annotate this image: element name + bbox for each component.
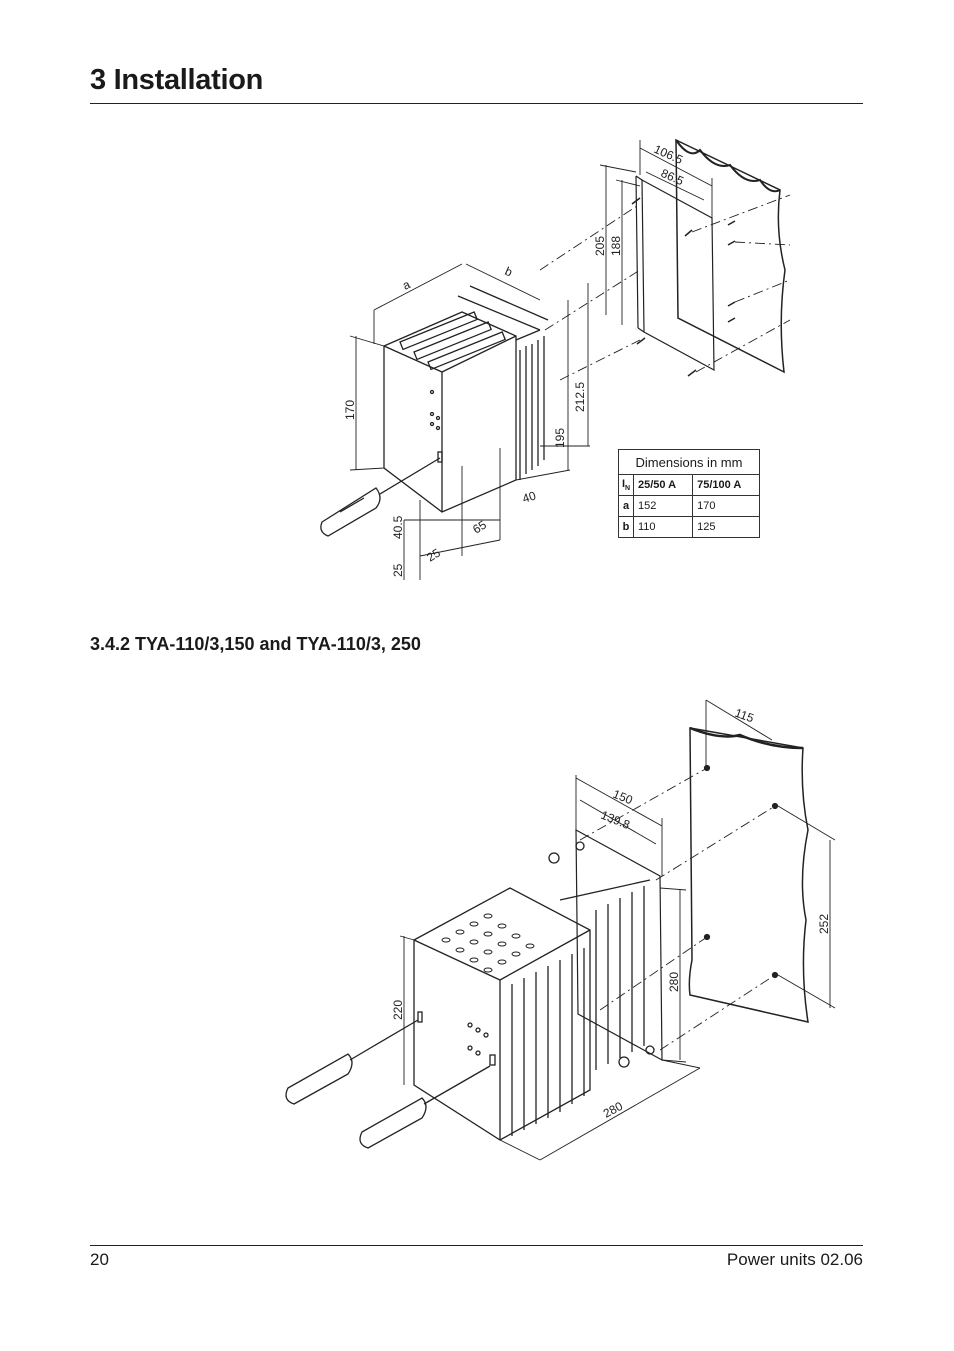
- dim-405-label: 40.5: [391, 515, 405, 539]
- dim-115-label: 115: [733, 706, 756, 726]
- screwdriver-icon: [320, 457, 441, 537]
- dim-205-label: 205: [593, 236, 607, 256]
- dim-280v-label: 280: [667, 972, 681, 992]
- wall: [675, 138, 786, 374]
- dim-150-label: 150: [611, 787, 635, 808]
- figure-2-drawing: 115 150 139.8 252 280 220 280: [285, 699, 836, 1161]
- dim-252-label: 252: [817, 914, 831, 934]
- projection-lines: [579, 767, 776, 1051]
- projection-lines: [539, 194, 791, 381]
- unit-body: [383, 285, 549, 513]
- dim-220-label: 220: [391, 1000, 405, 1020]
- header-rule: [90, 103, 863, 104]
- screwdriver-icon: [285, 1019, 419, 1105]
- figure-1-drawing: a b 106.5 86.5 205 188 170 212.5 195 40 …: [320, 138, 791, 580]
- dim-b-label: b: [503, 264, 515, 280]
- column-header: 25/50 A: [632, 474, 694, 496]
- table-cell: 152: [632, 495, 694, 517]
- body-dimensions: [399, 935, 701, 1161]
- page-number: 20: [90, 1250, 109, 1269]
- dim-a-label: a: [400, 277, 412, 293]
- column-header: 75/100 A: [692, 474, 760, 496]
- table-cell: 110: [632, 516, 694, 538]
- dim-139-label: 139.8: [599, 808, 632, 832]
- table-row: IN 25/50 A 75/100 A: [618, 474, 760, 496]
- dim-188-label: 188: [609, 236, 623, 256]
- mounting-plate: [635, 175, 715, 372]
- table-caption: Dimensions in mm: [618, 449, 760, 475]
- dim-170-label: 170: [343, 400, 357, 420]
- dim-195-label: 195: [553, 428, 567, 448]
- table-cell: 170: [692, 495, 760, 517]
- row-header-in: IN: [618, 474, 634, 496]
- row-label: a: [618, 495, 634, 517]
- dim-280h-label: 280: [601, 1099, 626, 1121]
- dim-25b-label: 25: [391, 563, 405, 577]
- unit-body: [413, 879, 651, 1141]
- page-title: 3 Installation: [90, 64, 264, 96]
- footer-rule: [90, 1245, 863, 1246]
- table-cell: 125: [692, 516, 760, 538]
- row-label: b: [618, 516, 634, 538]
- document-reference: Power units 02.06: [726, 1250, 863, 1269]
- dimensions-table: Dimensions in mm IN 25/50 A 75/100 A a 1…: [618, 449, 760, 538]
- screws: [548, 841, 655, 1068]
- section-heading: 3.4.2 TYA-110/3,150 and TYA-110/3, 250: [90, 634, 421, 654]
- body-dimensions: [349, 263, 590, 580]
- screwdriver-icon: [359, 1065, 491, 1149]
- dim-212-label: 212.5: [573, 382, 587, 412]
- dim-25a-label: 25: [424, 545, 443, 564]
- screws: [631, 197, 736, 377]
- dim-40-label: 40: [521, 488, 538, 506]
- table-row: a 152 170: [618, 495, 760, 517]
- plate-dimensions: [599, 140, 713, 325]
- table-row: b 110 125: [618, 516, 760, 538]
- top-dimensions: [575, 775, 687, 1063]
- wall: [688, 727, 809, 1023]
